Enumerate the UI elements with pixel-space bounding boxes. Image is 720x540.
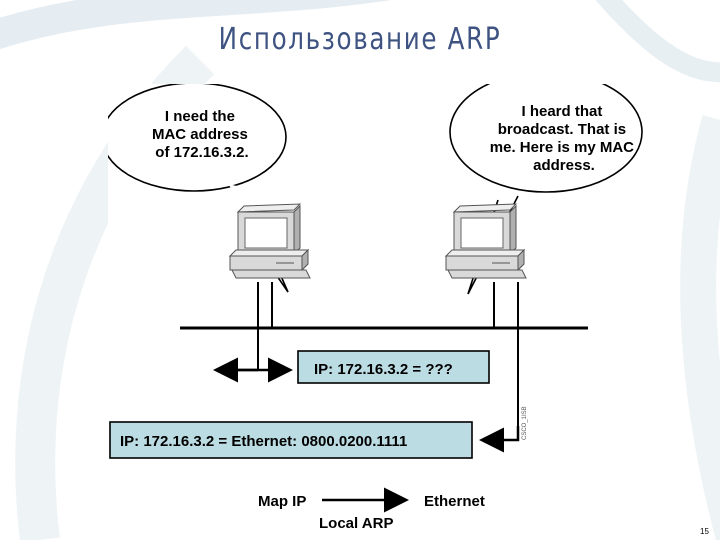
right-bubble-line-4: address. xyxy=(533,157,595,174)
svg-text:I need the MAC address: I need the MAC address of 172.16.3.2. xyxy=(152,108,252,161)
left-bubble-line-2: MAC address xyxy=(152,126,248,143)
figure-id: CSCO_1ISB xyxy=(522,406,528,440)
arp-reply-box: IP: 172.16.3.2 = Ethernet: 0800.0200.111… xyxy=(109,421,473,459)
right-bubble-line-1: I heard that xyxy=(521,103,602,120)
arp-reply-text: IP: 172.16.3.2 = Ethernet: 0800.0200.111… xyxy=(120,433,407,450)
legend-to-label: Ethernet xyxy=(424,493,485,510)
legend-caption: Local ARP xyxy=(319,515,393,532)
left-computer-icon xyxy=(228,203,311,279)
slide-title: Использование ARP xyxy=(218,22,502,57)
arp-request-box: IP: 172.16.3.2 = ??? xyxy=(297,350,490,384)
right-bubble-line-3: me. Here is my MAC xyxy=(490,139,634,156)
svg-text:I heard that broadcast.: I heard that broadcast. That is me. Here… xyxy=(490,103,638,174)
left-bubble-line-3: of 172.16.3.2. xyxy=(155,144,248,161)
legend: Map IP Ethernet Local ARP xyxy=(258,487,485,532)
left-bubble-line-1: I need the xyxy=(165,108,235,125)
arp-request-text: IP: 172.16.3.2 = ??? xyxy=(314,361,453,378)
reply-spacer xyxy=(482,426,518,440)
right-computer-icon xyxy=(444,203,527,279)
arp-diagram: I need the MAC address of 172.16.3.2. I … xyxy=(108,84,643,532)
page-number: 15 xyxy=(700,527,709,536)
reply-arrow xyxy=(479,426,520,453)
legend-from-label: Map IP xyxy=(258,493,306,510)
right-bubble-line-2: broadcast. That is xyxy=(498,121,626,138)
